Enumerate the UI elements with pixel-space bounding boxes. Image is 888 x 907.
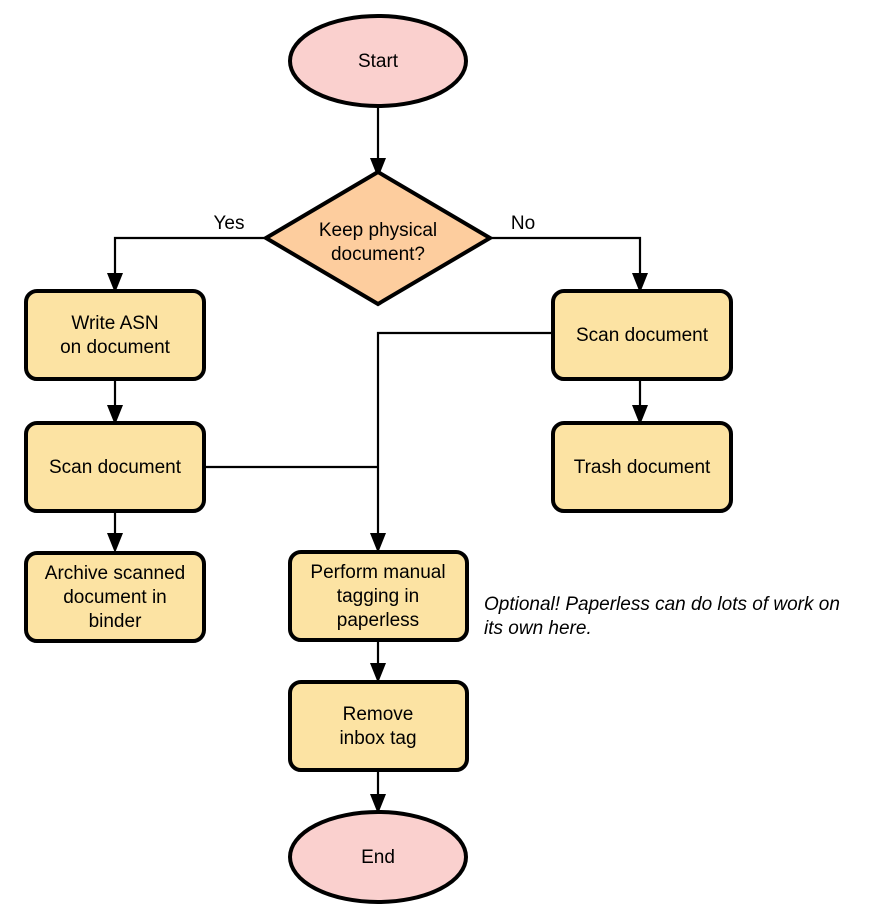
note-optional-paperless: Optional! Paperless can do lots of work … [484,594,840,639]
decision-label-line2: document? [331,244,425,265]
note-line1: Optional! Paperless can do lots of work … [484,594,840,615]
node-archive-scanned-document[interactable]: Archive scanned document in binder [24,551,206,643]
connector-decision-no-to-scan-right [490,236,648,293]
tagging-box-shape [288,550,469,642]
edge-label-yes: Yes [214,213,245,234]
write-asn-label-line2: on document [60,337,171,358]
scan-left-box-shape [24,421,206,513]
start-label: Start [358,51,399,72]
tagging-label-line1: Perform manual [310,562,445,583]
tagging-label-line2: tagging in [337,586,419,607]
end-label: End [361,847,395,868]
connector-remove-inbox-to-end [370,770,386,814]
note-line2: its own here. [484,618,592,639]
remove-inbox-label-line1: Remove [343,704,414,725]
connector-scan-left-to-archive [107,511,123,553]
node-remove-inbox-tag[interactable]: Remove inbox tag [288,680,469,772]
node-trash-document[interactable]: Trash document [551,421,733,513]
connector-scan-right-to-trash [632,379,648,425]
node-write-asn[interactable]: Write ASN on document [24,289,206,381]
node-end[interactable]: End [288,810,468,904]
decision-label-line1: Keep physical [319,220,437,241]
edge-label-no: No [511,213,535,234]
connector-tagging-to-remove-inbox [370,640,386,683]
write-asn-label-line1: Write ASN [71,313,158,334]
scan-right-label: Scan document [576,325,709,346]
trash-box-shape [551,421,733,513]
tagging-label-line3: paperless [337,610,419,631]
connector-write-asn-to-scan-left [107,379,123,425]
node-start[interactable]: Start [288,14,468,108]
archive-label-line1: Archive scanned [45,563,185,584]
connector-scan-right-to-tagging [370,331,553,553]
end-ellipse-shape [288,810,468,904]
node-perform-manual-tagging[interactable]: Perform manual tagging in paperless [288,550,469,642]
scan-left-label: Scan document [49,457,182,478]
archive-label-line3: binder [89,611,142,632]
connector-start-to-decision [370,104,386,178]
archive-label-line2: document in [63,587,167,608]
scan-right-box-shape [551,289,733,381]
remove-inbox-box-shape [288,680,469,772]
node-scan-document-left[interactable]: Scan document [24,421,206,513]
write-asn-box-shape [24,289,206,381]
archive-box-shape [24,551,206,643]
connector-decision-yes-to-write-asn [107,236,265,293]
node-scan-document-right[interactable]: Scan document [551,289,733,381]
decision-diamond-shape [262,169,494,307]
trash-label: Trash document [574,457,711,478]
node-decision-keep-physical-document[interactable]: Keep physical document? [262,169,494,307]
remove-inbox-label-line2: inbox tag [339,728,416,749]
start-ellipse-shape [288,14,468,108]
